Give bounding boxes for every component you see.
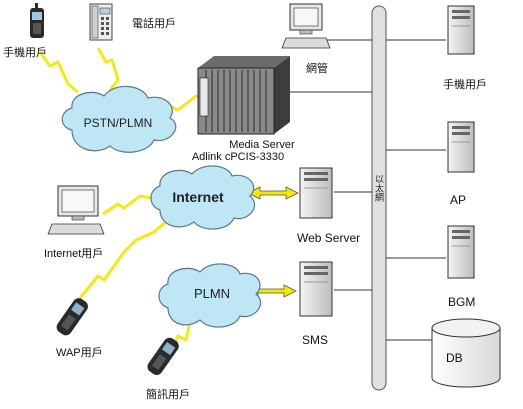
database-icon	[431, 318, 501, 388]
lightning-phone-to-cloud	[96, 47, 120, 91]
lightning-mobile-to-cloud	[38, 51, 79, 94]
wap-user-label: WAP用戶	[56, 346, 103, 359]
ap-label: AP	[450, 193, 466, 207]
bgm-label: BGM	[448, 295, 475, 309]
internet-label: Internet	[172, 189, 224, 205]
wap-phone-icon	[56, 298, 88, 336]
mobile-phone-icon	[30, 3, 44, 38]
media-server-label-line1: Media Server	[229, 139, 295, 151]
phone-user-label: 電話用戶	[132, 16, 176, 30]
server-bgm-icon	[447, 225, 475, 279]
internet-user-pc-icon	[47, 185, 105, 235]
plmn-cloud: PLMN	[158, 263, 262, 328]
mobile-user-left-label: 手機用戶	[3, 45, 47, 59]
lightning-pc-to-internet	[102, 194, 153, 216]
pstn-plmn-label: PSTN/PLMN	[84, 116, 153, 130]
server-mobile-icon	[447, 5, 475, 55]
plmn-label: PLMN	[194, 286, 230, 301]
mobile-user-right-label: 手機用戶	[443, 77, 487, 91]
db-label: DB	[446, 351, 463, 365]
internet-user-label: Internet用戶	[44, 247, 103, 260]
server-ap-icon	[447, 121, 475, 173]
management-pc-icon	[281, 3, 331, 49]
internet-cloud: Internet	[150, 165, 256, 230]
media-server-icon	[197, 56, 290, 135]
sms-label: SMS	[302, 333, 328, 347]
ethernet-backbone: 以太網	[371, 5, 387, 391]
lightning-wap-to-internet	[78, 218, 169, 299]
web-server-label: Web Server	[297, 231, 360, 245]
desk-phone-icon	[89, 3, 113, 41]
web-server-icon	[299, 167, 333, 219]
pstn-plmn-cloud: PSTN/PLMN	[61, 85, 177, 153]
media-server-label-line2: Adlink cPCIS-3330	[192, 151, 284, 163]
backbone-label: 以太網	[374, 175, 384, 203]
arrow-internet-webserver	[247, 186, 299, 200]
sms-phone-icon	[147, 337, 179, 375]
backbone-links	[290, 39, 446, 341]
sms-server-icon	[299, 261, 333, 317]
sms-user-label: 簡訊用戶	[146, 387, 190, 401]
network-mgmt-label: 網管	[306, 61, 328, 75]
